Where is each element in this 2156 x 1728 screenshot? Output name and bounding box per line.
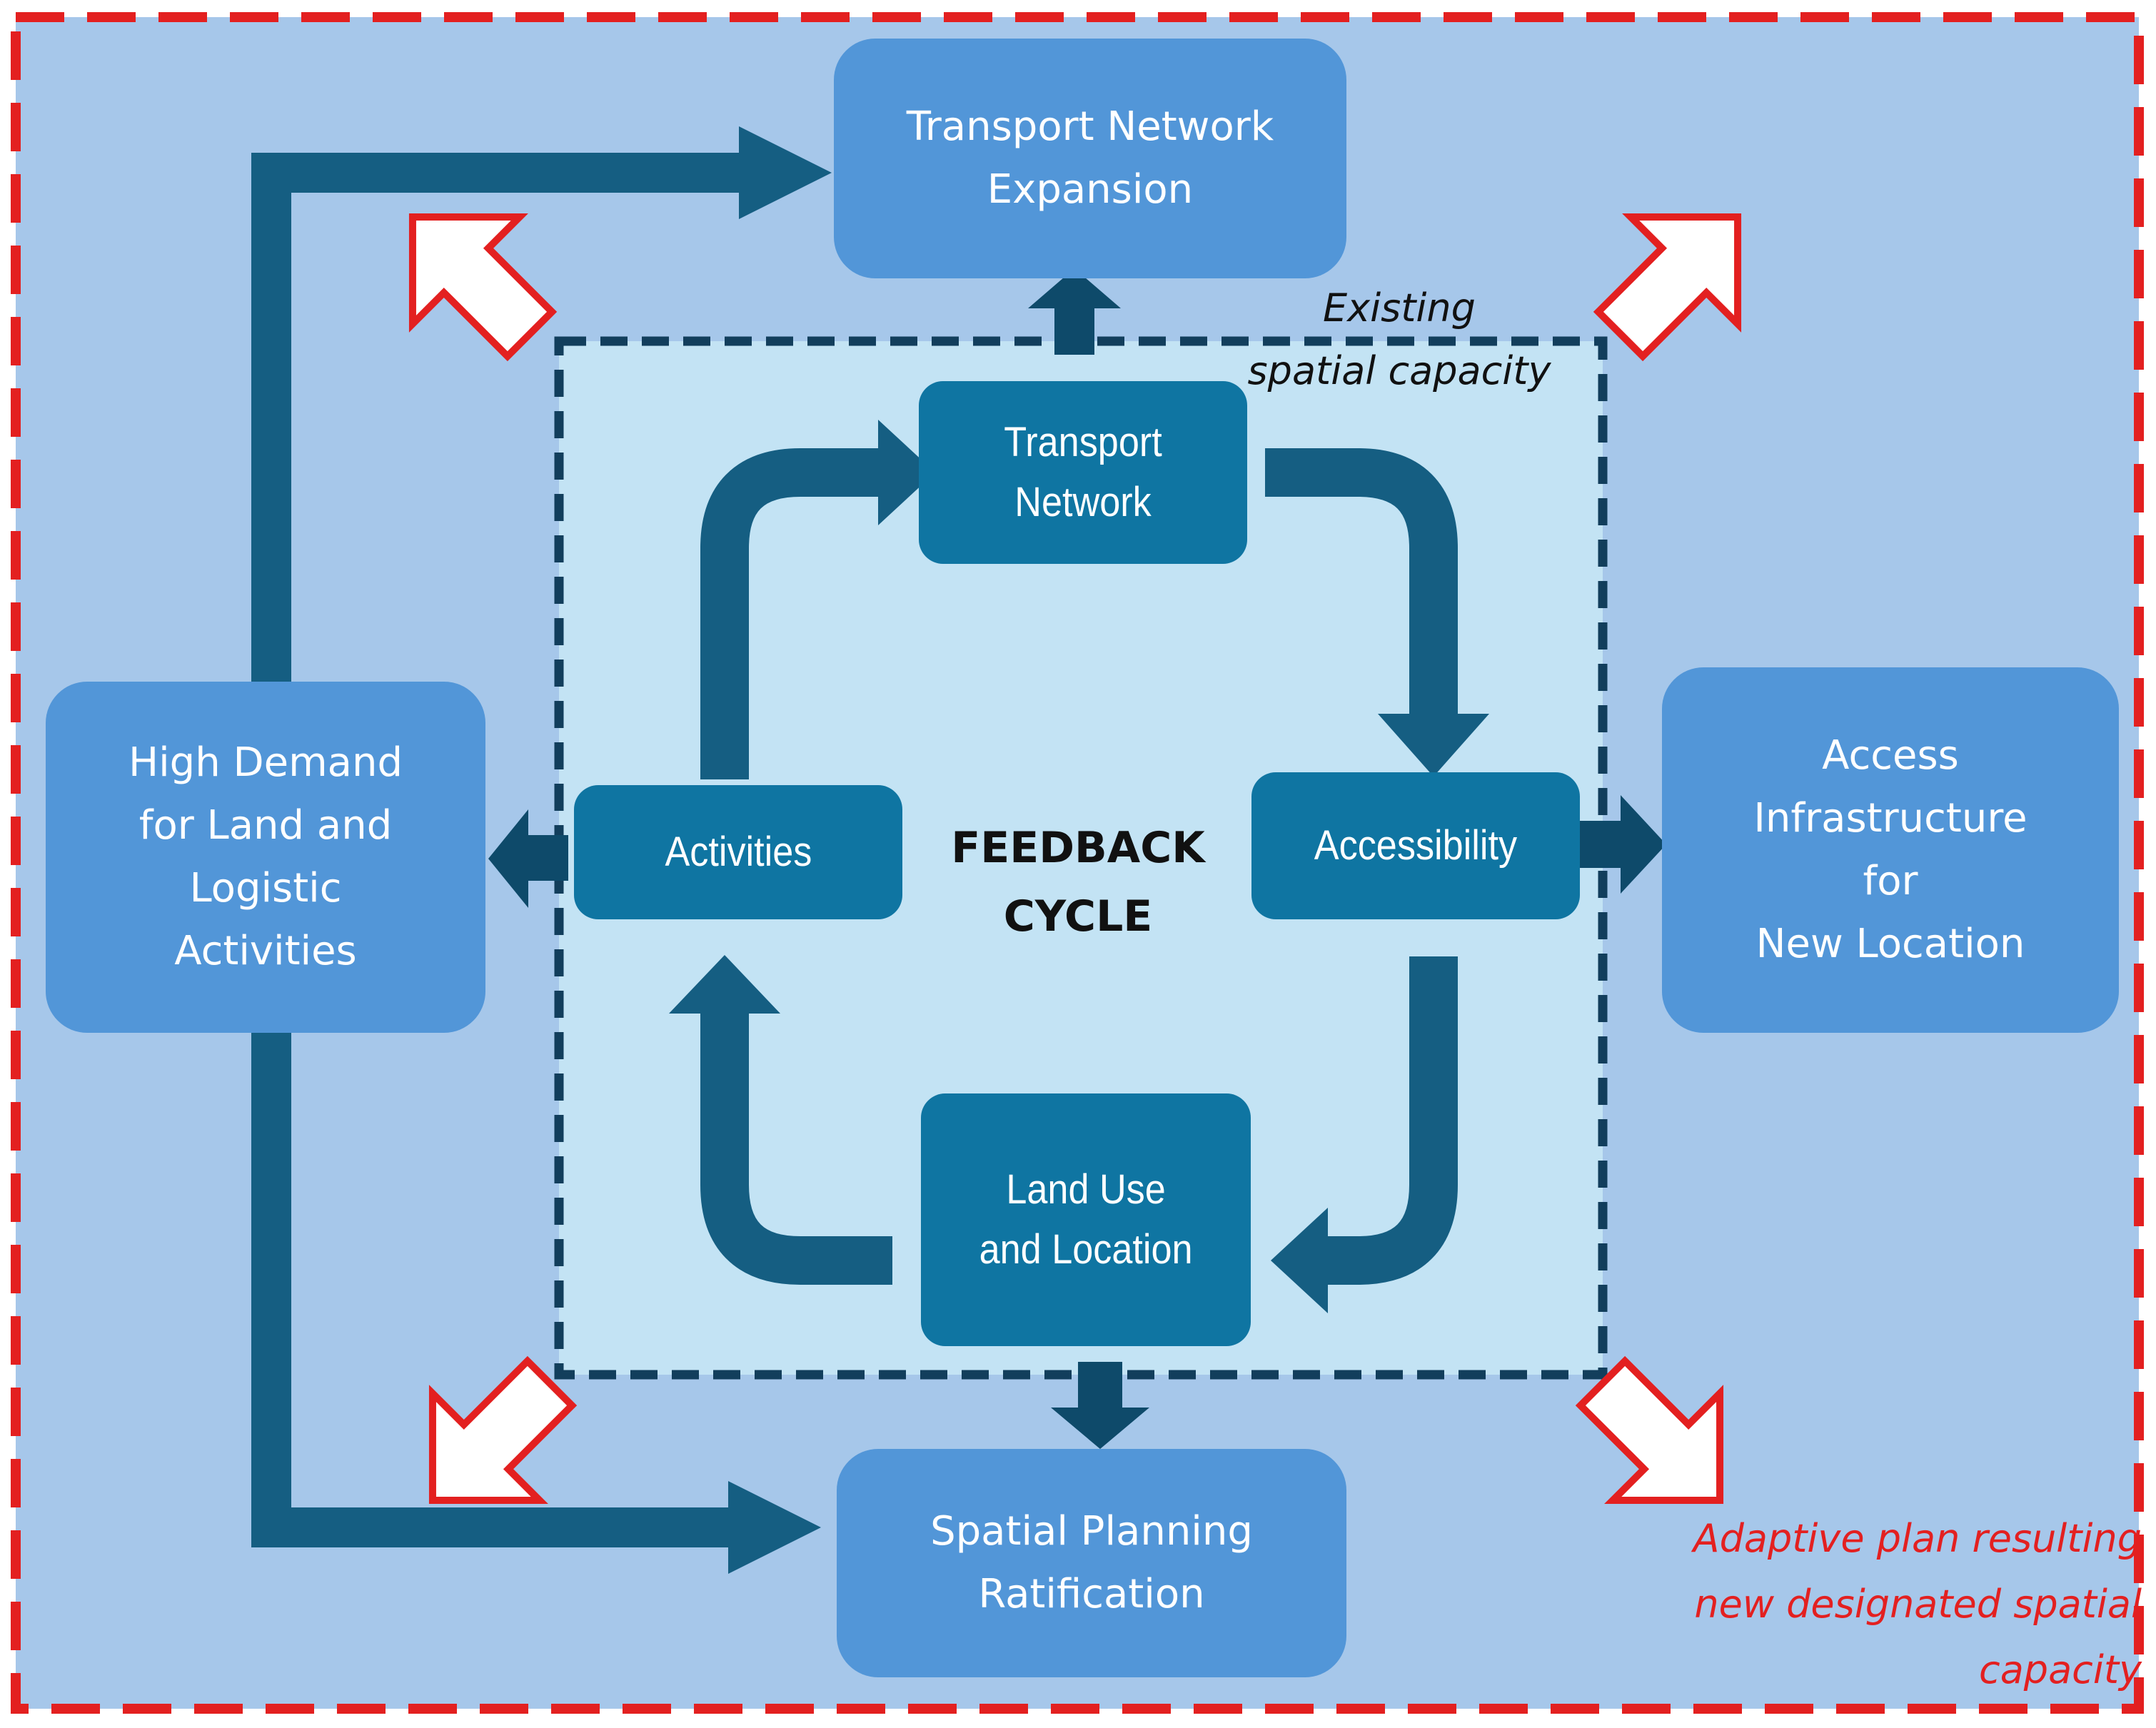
- arrow-left-stem: [527, 835, 568, 881]
- arrow-head-transport-to-accessibility: [1378, 714, 1489, 777]
- adaptive-plan-label: Adaptive plan resulting new designated s…: [1693, 1516, 2142, 1692]
- arrow-right-stem: [1578, 821, 1625, 868]
- node-land-use-location-label: Land Use and Location: [979, 1166, 1193, 1273]
- arrow-up-stem: [1054, 303, 1094, 355]
- node-accessibility-label: Accessibility: [1314, 822, 1518, 869]
- node-spatial-planning-ratification: Spatial Planning Ratification: [837, 1449, 1346, 1677]
- arrow-landuse-to-activities: [700, 1014, 892, 1285]
- expansion-arrow-bottom-right: [1575, 1355, 1724, 1505]
- arrow-activities-to-transport: [700, 448, 885, 779]
- node-transport-network-label: Transport Network: [1004, 419, 1162, 525]
- expansion-arrow-bottom-left: [428, 1355, 578, 1505]
- arrow-demand-to-ratification: [251, 1028, 739, 1547]
- arrow-head-landuse-to-activities: [669, 955, 780, 1014]
- node-access-infrastructure-label: Access Infrastructure for New Location: [1753, 732, 2027, 967]
- feedback-cycle-title: FEEDBACK CYCLE: [951, 823, 1205, 941]
- node-access-infrastructure: Access Infrastructure for New Location: [1662, 667, 2119, 1033]
- arrow-accessibility-to-landuse: [1321, 956, 1458, 1285]
- expansion-arrow-top-right: [1593, 213, 1742, 362]
- node-activities-label: Activities: [665, 829, 812, 875]
- arrow-transport-to-accessibility: [1265, 448, 1458, 719]
- arrow-right-head: [1621, 795, 1666, 894]
- arrow-head-demand-to-ratification: [728, 1481, 821, 1574]
- node-accessibility: Accessibility: [1251, 772, 1580, 919]
- node-high-demand-label: High Demand for Land and Logistic Activi…: [129, 739, 403, 974]
- arrow-head-accessibility-to-landuse: [1271, 1208, 1328, 1313]
- node-spatial-planning-ratification-label: Spatial Planning Ratification: [930, 1508, 1253, 1617]
- arrow-head-demand-to-expansion: [739, 126, 832, 219]
- expansion-arrow-top-left: [408, 213, 558, 362]
- arrow-down-head: [1051, 1408, 1149, 1449]
- node-activities: Activities: [574, 785, 902, 919]
- node-land-use-location: Land Use and Location: [921, 1093, 1251, 1346]
- outer-dashed-border: [11, 12, 2144, 1714]
- node-transport-network: Transport Network: [919, 381, 1247, 564]
- arrow-up-head: [1028, 268, 1121, 308]
- existing-capacity-label: Existing spatial capacity: [1247, 286, 1551, 393]
- node-high-demand: High Demand for Land and Logistic Activi…: [46, 682, 485, 1033]
- node-transport-network-expansion: Transport Network Expansion: [834, 39, 1346, 278]
- arrow-demand-to-expansion: [251, 153, 750, 685]
- arrow-left-head: [488, 809, 528, 908]
- node-transport-network-expansion-label: Transport Network Expansion: [906, 103, 1274, 213]
- arrow-down-stem: [1078, 1362, 1122, 1412]
- arrow-head-activities-to-transport: [878, 420, 935, 525]
